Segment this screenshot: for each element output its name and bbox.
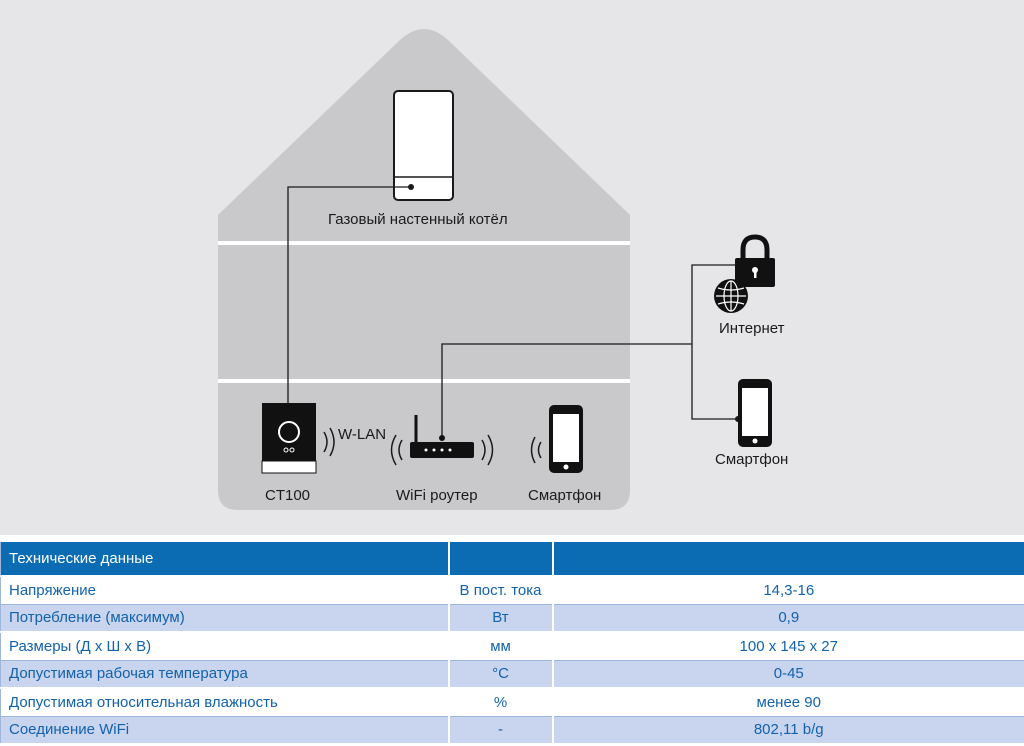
unit-cell: мм bbox=[448, 632, 554, 661]
smartphone-home-label: Смартфон bbox=[528, 487, 602, 504]
param-name-cell: Соединение WiFi bbox=[0, 716, 450, 745]
smartphone-remote-label: Смартфон bbox=[715, 451, 789, 468]
param-name-cell: Размеры (Д х Ш х В) bbox=[0, 632, 450, 661]
table-row: Напряжение В пост. тока 14,3-16 bbox=[0, 576, 1024, 605]
internet-label: Интернет bbox=[719, 320, 785, 337]
house-shape bbox=[218, 29, 630, 510]
unit-cell: Вт bbox=[448, 604, 554, 633]
table-header-cell bbox=[552, 542, 1024, 577]
internet-branch-line bbox=[691, 264, 738, 420]
wifi-router-icon bbox=[410, 415, 474, 458]
system-diagram: Газовый настенный котёл CT100 W-LAN WiFi… bbox=[0, 0, 1024, 535]
table-row: Допустимая рабочая температура °C 0-45 bbox=[0, 660, 1024, 689]
boiler-icon bbox=[393, 90, 454, 201]
value-cell: 0-45 bbox=[552, 660, 1024, 689]
ct100-label: CT100 bbox=[265, 487, 311, 504]
value-cell: менее 90 bbox=[552, 688, 1024, 717]
table-row: Размеры (Д х Ш х В) мм 100 x 145 x 27 bbox=[0, 632, 1024, 661]
diagram-canvas bbox=[218, 29, 775, 510]
table-header-cell: Технические данные bbox=[0, 542, 450, 577]
router-signal-icon bbox=[390, 434, 494, 466]
router-to-internet-line bbox=[441, 343, 692, 438]
table-row: Потребление (максимум) Вт 0,9 bbox=[0, 604, 1024, 633]
param-name-cell: Напряжение bbox=[0, 576, 450, 605]
table-row: Допустимая относительная влажность % мен… bbox=[0, 688, 1024, 717]
ct100-device-icon bbox=[261, 403, 317, 474]
wlan-label: W-LAN bbox=[338, 426, 387, 443]
value-cell: 14,3-16 bbox=[552, 576, 1024, 605]
value-cell: 802,11 b/g bbox=[552, 716, 1024, 745]
table-header-cell bbox=[448, 542, 554, 577]
unit-cell: В пост. тока bbox=[448, 576, 554, 605]
param-name-cell: Потребление (максимум) bbox=[0, 604, 450, 633]
globe-icon bbox=[714, 279, 748, 313]
smartphone-remote-icon bbox=[738, 379, 772, 447]
tech-specs-table: Технические данные Напряжение В пост. то… bbox=[0, 542, 1024, 745]
ct100-signal-icon bbox=[323, 427, 335, 457]
boiler-label: Газовый настенный котёл bbox=[328, 211, 508, 228]
value-cell: 100 x 145 x 27 bbox=[552, 632, 1024, 661]
smartphone-home-signal-icon bbox=[530, 436, 542, 464]
smartphone-home-icon bbox=[549, 405, 583, 473]
unit-cell: % bbox=[448, 688, 554, 717]
param-name-cell: Допустимая относительная влажность bbox=[0, 688, 450, 717]
table-header-row: Технические данные bbox=[0, 542, 1024, 577]
value-cell: 0,9 bbox=[552, 604, 1024, 633]
lock-icon bbox=[735, 234, 775, 287]
boiler-to-ct100-line bbox=[287, 186, 411, 404]
unit-cell: - bbox=[448, 716, 554, 745]
table-row: Соединение WiFi - 802,11 b/g bbox=[0, 716, 1024, 745]
router-label: WiFi роутер bbox=[396, 487, 478, 504]
unit-cell: °C bbox=[448, 660, 554, 689]
param-name-cell: Допустимая рабочая температура bbox=[0, 660, 450, 689]
